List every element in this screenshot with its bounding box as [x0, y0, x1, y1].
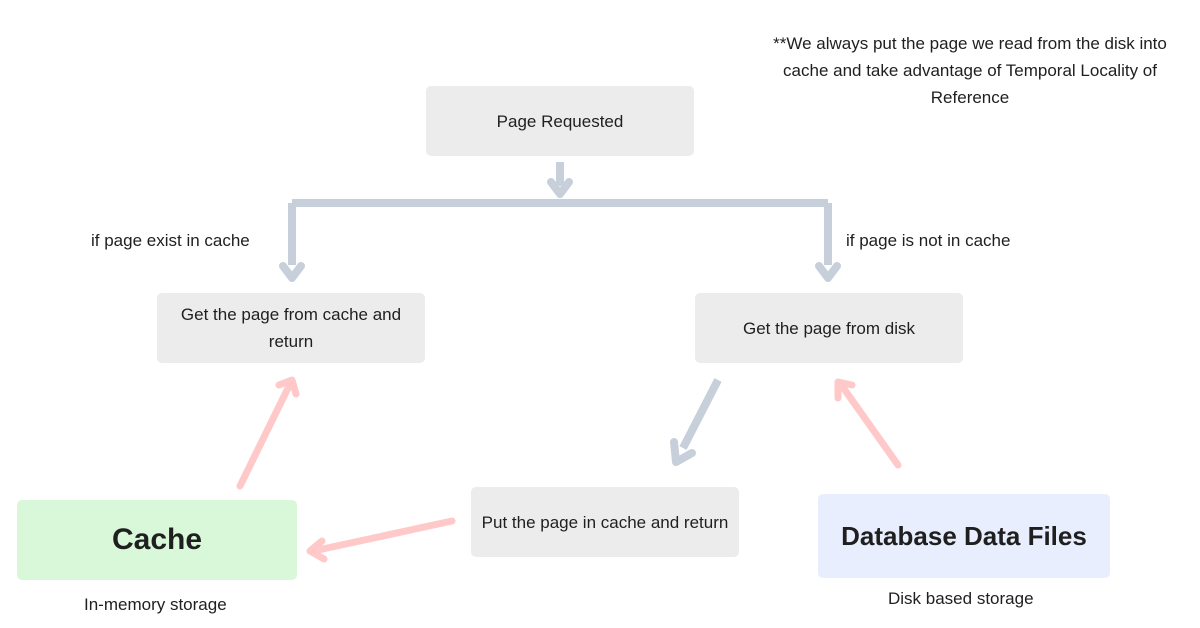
get-from-cache-box: Get the page from cache and return — [157, 293, 425, 363]
get-from-cache-label: Get the page from cache and return — [180, 305, 402, 351]
get-from-disk-label: Get the page from disk — [743, 318, 915, 338]
hit-condition-label: if page exist in cache — [91, 231, 250, 250]
cache-caption: In-memory storage — [84, 595, 227, 614]
put-to-cache-arrowhead — [306, 537, 328, 563]
cache-up-arrowhead — [275, 376, 300, 398]
branch-left-arrowhead — [279, 262, 305, 282]
disk-to-put-arrowhead — [670, 438, 696, 466]
miss-condition-label: if page is not in cache — [846, 231, 1011, 250]
db-up-arrow — [838, 382, 902, 469]
db-up-arrowhead — [834, 378, 856, 402]
requested-down-arrowhead — [547, 178, 573, 198]
cache-up-arrow — [236, 380, 294, 490]
database-box: Database Data Files — [818, 494, 1110, 578]
cache-title: Cache — [111, 523, 203, 556]
cache-box: Cache — [17, 500, 297, 580]
page-requested-box: Page Requested — [426, 86, 694, 156]
database-caption: Disk based storage — [888, 589, 1034, 608]
get-from-disk-box: Get the page from disk — [695, 293, 963, 363]
page-requested-label: Page Requested — [496, 111, 624, 131]
put-in-cache-label: Put the page in cache and return — [481, 512, 729, 532]
database-title: Database Data Files — [841, 520, 1087, 551]
temporal-locality-note: **We always put the page we read from th… — [773, 34, 1167, 107]
disk-to-put-arrow — [679, 378, 722, 450]
branch-right-arrowhead — [815, 262, 841, 282]
put-to-cache-arrow — [314, 517, 456, 554]
put-in-cache-box: Put the page in cache and return — [471, 487, 739, 557]
